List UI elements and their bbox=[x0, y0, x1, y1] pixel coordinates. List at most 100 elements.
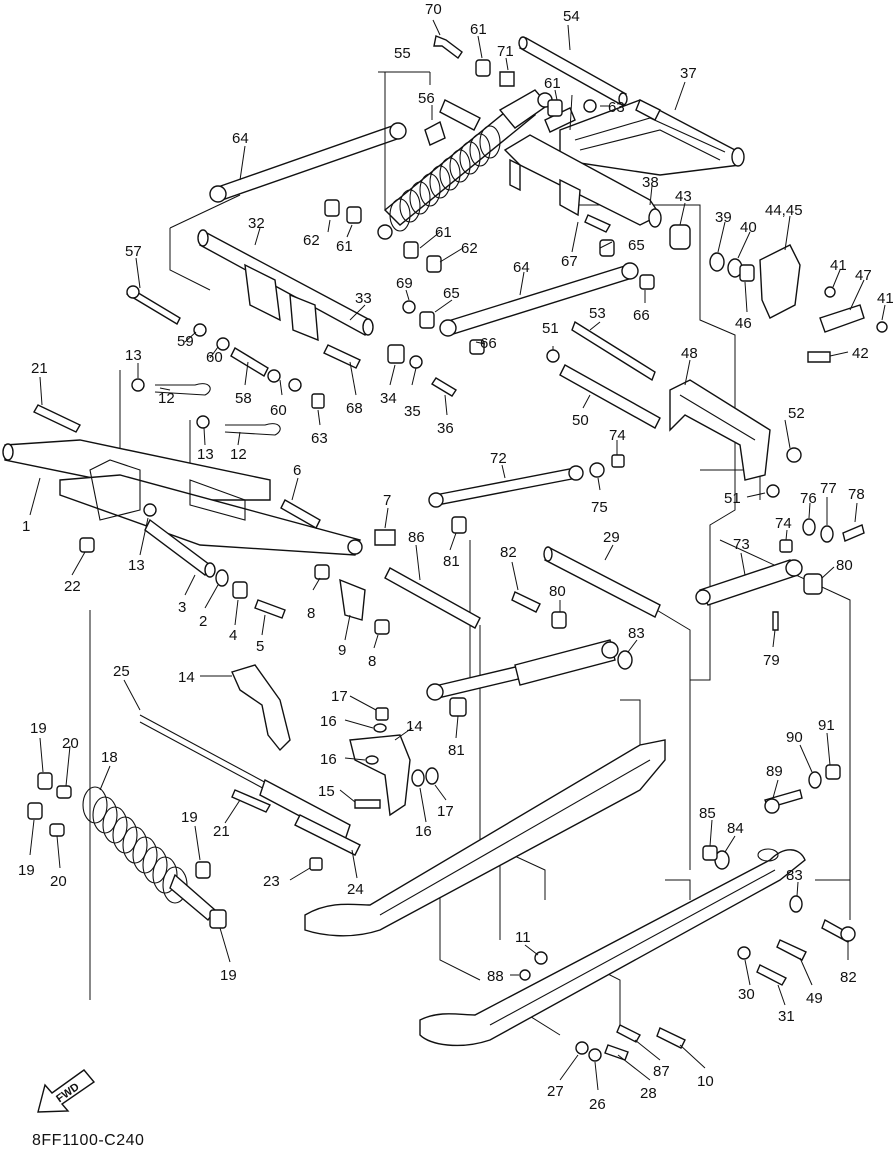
callout-78: 78 bbox=[848, 486, 865, 503]
callout-23: 23 bbox=[263, 873, 280, 890]
callout-12-a: 12 bbox=[158, 390, 175, 407]
callout-49: 49 bbox=[806, 990, 823, 1007]
shock-absorber-55 bbox=[377, 89, 553, 240]
callout-60-a: 60 bbox=[206, 349, 223, 366]
callout-60-b: 60 bbox=[270, 402, 287, 419]
callout-79: 79 bbox=[763, 652, 780, 669]
callout-62-a: 62 bbox=[303, 232, 320, 249]
arm-73 bbox=[695, 559, 803, 606]
callout-64-b: 64 bbox=[513, 259, 530, 276]
callout-15: 15 bbox=[318, 783, 335, 800]
callout-3: 3 bbox=[178, 599, 186, 616]
callout-87: 87 bbox=[653, 1063, 670, 1080]
callout-83-b: 83 bbox=[786, 867, 803, 884]
callout-56: 56 bbox=[418, 90, 435, 107]
callout-50: 50 bbox=[572, 412, 589, 429]
callout-8-b: 8 bbox=[368, 653, 376, 670]
callout-84: 84 bbox=[727, 820, 744, 837]
callout-77: 77 bbox=[820, 480, 837, 497]
callout-64-a: 64 bbox=[232, 130, 249, 147]
callout-61-b: 61 bbox=[544, 75, 561, 92]
pivot-shaft-32-33 bbox=[197, 229, 374, 342]
callout-55: 55 bbox=[394, 45, 411, 62]
callout-11: 11 bbox=[515, 929, 531, 946]
callout-57: 57 bbox=[125, 243, 142, 260]
callout-13-a: 13 bbox=[125, 347, 142, 364]
shaft-86 bbox=[384, 567, 481, 629]
callout-19-d: 19 bbox=[220, 967, 237, 984]
callout-43: 43 bbox=[675, 188, 692, 205]
callout-35: 35 bbox=[404, 403, 421, 420]
callout-48: 48 bbox=[681, 345, 698, 362]
callout-17-a: 17 bbox=[331, 688, 348, 705]
callout-16-a: 16 bbox=[320, 713, 337, 730]
callout-71: 71 bbox=[497, 43, 514, 60]
callout-53: 53 bbox=[589, 305, 606, 322]
callout-33: 33 bbox=[355, 290, 372, 307]
callout-7: 7 bbox=[383, 492, 391, 509]
slide-rail-upper bbox=[304, 739, 666, 937]
callout-13-b: 13 bbox=[197, 446, 214, 463]
bracket-14-right bbox=[349, 734, 411, 817]
callout-51-a: 51 bbox=[542, 320, 559, 337]
callout-19-a: 19 bbox=[30, 720, 47, 737]
shaft-29 bbox=[543, 546, 661, 618]
callout-16-c: 16 bbox=[415, 823, 432, 840]
callout-19-c: 19 bbox=[181, 809, 198, 826]
callout-25: 25 bbox=[113, 663, 130, 680]
callout-81-a: 81 bbox=[443, 553, 460, 570]
callout-22: 22 bbox=[64, 578, 81, 595]
callout-21-a: 21 bbox=[31, 360, 48, 377]
front-arm-assembly bbox=[2, 439, 363, 578]
callout-38: 38 bbox=[642, 174, 659, 191]
callout-88: 88 bbox=[487, 968, 504, 985]
callout-31: 31 bbox=[778, 1008, 795, 1025]
callout-54: 54 bbox=[563, 8, 580, 25]
callout-21-b: 21 bbox=[213, 823, 230, 840]
callout-75: 75 bbox=[591, 499, 608, 516]
callout-40: 40 bbox=[740, 219, 757, 236]
callout-66-b: 66 bbox=[480, 335, 497, 352]
callout-labels: 70 61 71 54 55 56 61 63 37 64 32 62 61 6… bbox=[18, 1, 894, 1113]
callout-81-b: 81 bbox=[448, 742, 465, 759]
callout-59: 59 bbox=[177, 333, 194, 350]
callout-14-b: 14 bbox=[406, 718, 423, 735]
callout-89: 89 bbox=[766, 763, 783, 780]
callout-20-a: 20 bbox=[62, 735, 79, 752]
callout-14-a: 14 bbox=[178, 669, 195, 686]
link-rod-72 bbox=[428, 465, 584, 508]
callout-4: 4 bbox=[229, 627, 237, 644]
callout-32: 32 bbox=[248, 215, 265, 232]
callout-20-b: 20 bbox=[50, 873, 67, 890]
callout-39: 39 bbox=[715, 209, 732, 226]
callout-85: 85 bbox=[699, 805, 716, 822]
callout-63-a: 63 bbox=[608, 99, 625, 116]
callout-65-a: 65 bbox=[628, 237, 645, 254]
callout-86: 86 bbox=[408, 529, 425, 546]
bracket-24 bbox=[259, 778, 361, 856]
rear-bracket-48 bbox=[669, 379, 771, 481]
callout-90: 90 bbox=[786, 729, 803, 746]
callout-47: 47 bbox=[855, 267, 872, 284]
callout-42: 42 bbox=[852, 345, 869, 362]
callout-13-c: 13 bbox=[128, 557, 145, 574]
callout-73: 73 bbox=[733, 536, 750, 553]
rod-25 bbox=[139, 714, 271, 793]
callout-18: 18 bbox=[101, 749, 118, 766]
callout-24: 24 bbox=[347, 881, 364, 898]
callout-58: 58 bbox=[235, 390, 252, 407]
callout-72: 72 bbox=[490, 450, 507, 467]
leader-lines bbox=[29, 19, 886, 1091]
fwd-arrow: FWD bbox=[37, 1069, 96, 1113]
callout-5: 5 bbox=[256, 638, 264, 655]
drawing-code: 8FF1100-C240 bbox=[32, 1132, 145, 1149]
callout-12-b: 12 bbox=[230, 446, 247, 463]
callout-34: 34 bbox=[380, 390, 397, 407]
shaft-53 bbox=[571, 320, 656, 382]
callout-65-b: 65 bbox=[443, 285, 460, 302]
callout-41-a: 41 bbox=[830, 257, 847, 274]
callout-36: 36 bbox=[437, 420, 454, 437]
rear-arm-37 bbox=[559, 99, 745, 176]
